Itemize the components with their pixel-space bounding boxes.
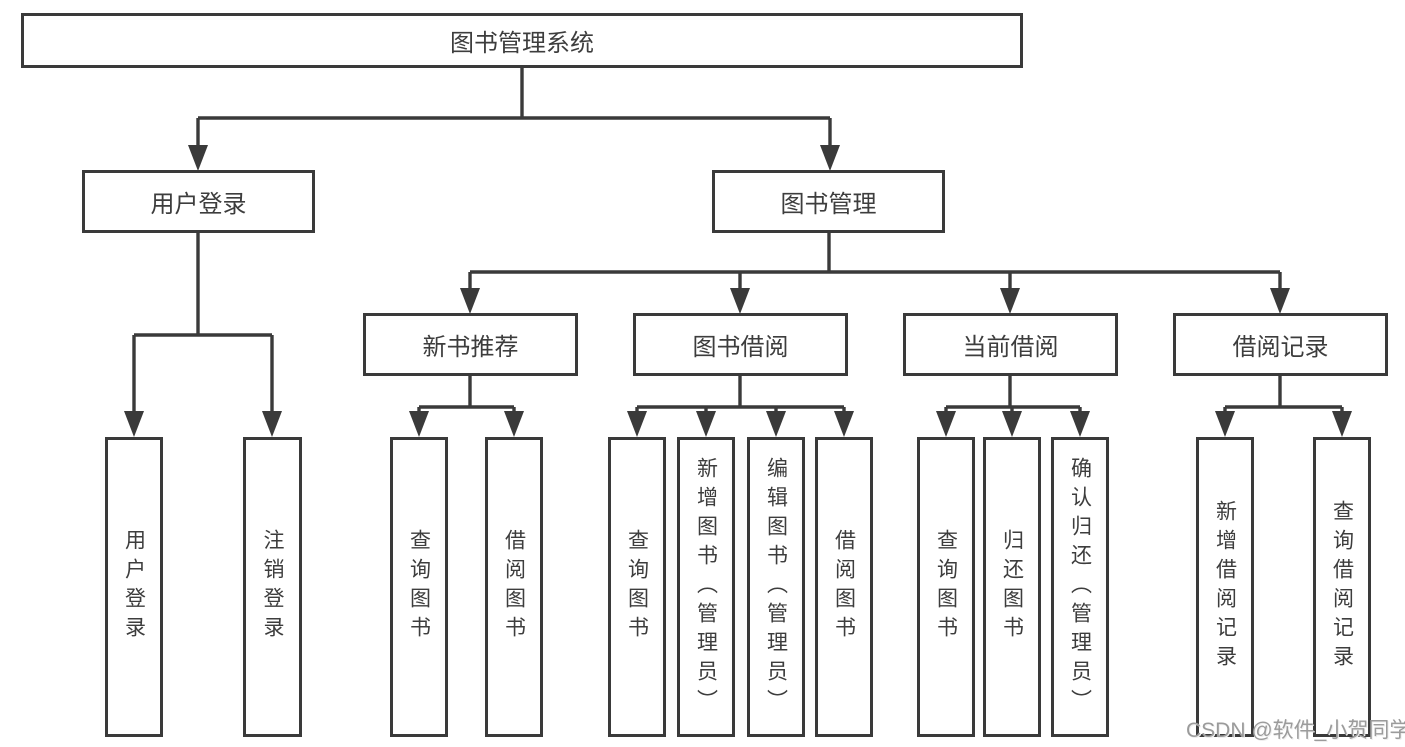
node-borrow-records: 借阅记录 [1173,313,1388,376]
leaf-label: 查询借阅记录 [1330,500,1354,674]
arrow-down-icon [504,411,524,437]
leaf-label: 新增借阅记录 [1213,500,1237,674]
arrow-down-icon [820,145,840,171]
leaf-logout: 注销登录 [243,437,302,737]
leaf-label: 归还图书 [1000,529,1024,645]
node-book-borrow: 图书借阅 [633,313,848,376]
leaf-borrow-books-recommend: 借阅图书 [485,437,543,737]
csdn-watermark: CSDN @软件_小贺同学 [1186,719,1405,742]
leaf-label: 借阅图书 [502,529,526,645]
node-label: 图书借阅 [692,334,789,361]
leaf-label: 用户登录 [122,529,146,645]
leaf-add-borrow-record: 新增借阅记录 [1196,437,1254,737]
arrow-down-icon [188,145,208,171]
leaf-query-books-borrow: 查询图书 [608,437,666,737]
leaf-label: 借阅图书 [832,529,856,645]
leaf-return-books: 归还图书 [983,437,1041,737]
node-book-management: 图书管理 [712,170,945,233]
arrow-down-icon [1270,288,1290,314]
node-library-system: 图书管理系统 [21,13,1023,68]
node-label: 当前借阅 [962,334,1059,361]
leaf-user-login: 用户登录 [105,437,163,737]
arrow-down-icon [696,411,716,437]
arrow-down-icon [1215,411,1235,437]
arrow-down-icon [936,411,956,437]
node-label: 借阅记录 [1232,334,1329,361]
leaf-query-books-recommend: 查询图书 [390,437,448,737]
leaf-label: 查询图书 [625,529,649,645]
arrow-down-icon [730,288,750,314]
leaf-label: 新增图书（管理员） [694,456,718,718]
arrow-down-icon [1002,411,1022,437]
node-label: 新书推荐 [422,334,519,361]
leaf-label: 查询图书 [934,529,958,645]
arrow-down-icon [766,411,786,437]
arrow-down-icon [627,411,647,437]
leaf-label: 确认归还（管理员） [1068,456,1092,718]
leaf-query-borrow-record: 查询借阅记录 [1313,437,1371,737]
arrow-down-icon [834,411,854,437]
leaf-confirm-return-admin: 确认归还（管理员） [1051,437,1109,737]
leaf-add-books-admin: 新增图书（管理员） [677,437,735,737]
arrow-down-icon [124,411,144,437]
leaf-edit-books-admin: 编辑图书（管理员） [747,437,805,737]
node-label: 图书管理 [780,191,877,218]
leaf-label: 编辑图书（管理员） [764,456,788,718]
arrow-down-icon [262,411,282,437]
node-user-login: 用户登录 [82,170,315,233]
node-new-book-recommend: 新书推荐 [363,313,578,376]
arrow-down-icon [1000,288,1020,314]
node-current-borrow: 当前借阅 [903,313,1118,376]
leaf-borrow-books: 借阅图书 [815,437,873,737]
arrow-down-icon [1332,411,1352,437]
arrow-down-icon [460,288,480,314]
arrow-down-icon [1070,411,1090,437]
node-label: 图书管理系统 [450,30,594,57]
arrow-down-icon [409,411,429,437]
leaf-label: 注销登录 [261,529,284,645]
leaf-label: 查询图书 [407,529,431,645]
leaf-query-books-current: 查询图书 [917,437,975,737]
node-label: 用户登录 [150,191,247,218]
